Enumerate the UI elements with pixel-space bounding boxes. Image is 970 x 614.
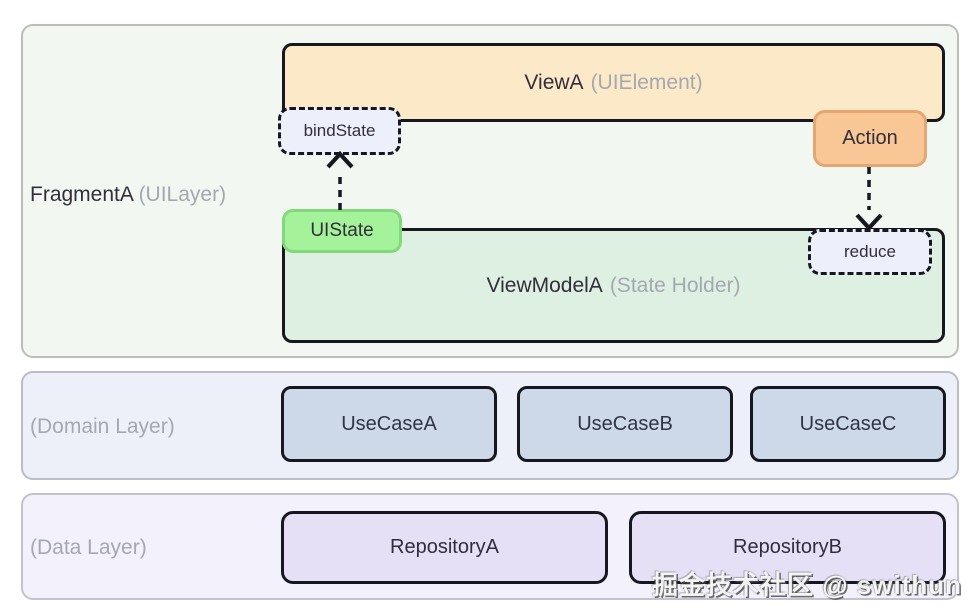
ui-layer-label: FragmentA (UILayer) — [30, 183, 226, 207]
data-layer-container: (Data Layer) RepositoryA RepositoryB — [21, 493, 959, 600]
repositoryb-label: RepositoryB — [733, 536, 842, 558]
viewa-sublabel: (UIElement) — [590, 70, 703, 94]
viewmodela-label: ViewModelA — [486, 273, 603, 297]
data-layer-label: (Data Layer) — [30, 536, 147, 559]
viewmodela-sublabel: (State Holder) — [609, 273, 741, 297]
repositorya-label: RepositoryA — [390, 536, 499, 558]
viewa-label: ViewA — [524, 70, 584, 94]
reduce-box: reduce — [808, 229, 932, 275]
uistate-box: UIState — [282, 209, 402, 253]
action-box: Action — [813, 110, 927, 167]
usecasea-label: UseCaseA — [341, 412, 437, 435]
usecasec-box: UseCaseC — [750, 386, 946, 462]
action-label: Action — [842, 127, 898, 149]
bindstate-label: bindState — [303, 121, 376, 140]
ui-layer-label-sub: (UILayer) — [138, 183, 227, 206]
usecasec-label: UseCaseC — [799, 412, 897, 435]
ui-layer-label-main: FragmentA — [30, 183, 133, 206]
uistate-to-bindstate-arrow-icon — [326, 150, 354, 210]
action-to-reduce-arrow-icon — [855, 167, 883, 232]
reduce-label: reduce — [844, 242, 896, 261]
repositorya-box: RepositoryA — [281, 511, 608, 584]
usecaseb-box: UseCaseB — [517, 386, 733, 462]
bindstate-box: bindState — [278, 107, 401, 155]
ui-layer-container: FragmentA (UILayer) ViewA (UIElement) bi… — [21, 24, 959, 358]
domain-layer-container: (Domain Layer) UseCaseA UseCaseB UseCase… — [21, 371, 959, 480]
uistate-label: UIState — [310, 220, 374, 241]
watermark-text: 掘金技术社区 @ swithun — [652, 570, 963, 600]
domain-layer-label: (Domain Layer) — [30, 415, 175, 438]
usecasea-box: UseCaseA — [281, 386, 497, 462]
usecaseb-label: UseCaseB — [577, 412, 673, 435]
repositoryb-box: RepositoryB — [629, 511, 946, 584]
